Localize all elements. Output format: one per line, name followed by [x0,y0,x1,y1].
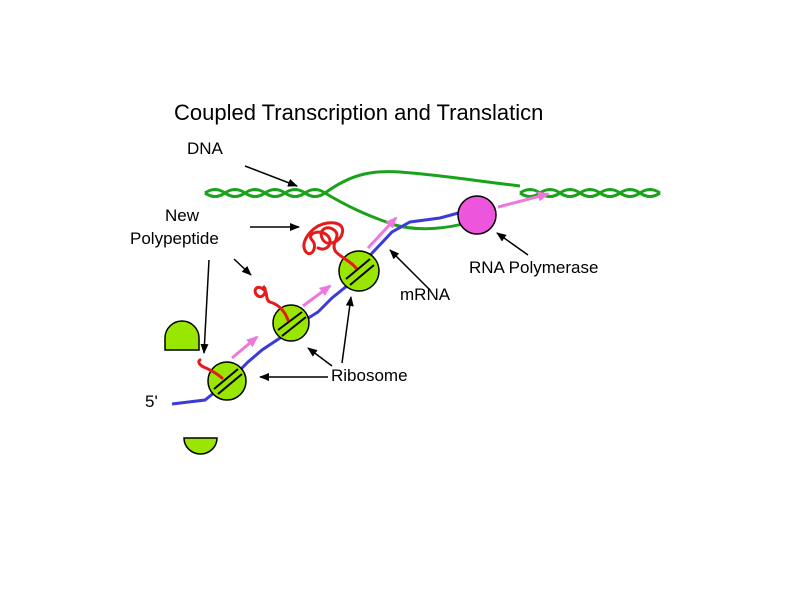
ribosome-pointer-2 [307,347,333,367]
ribosome-label: Ribosome [331,366,408,385]
rna-polymerase-label: RNA Polymerase [469,258,599,277]
mrna-pointer [389,249,431,291]
polypeptide-1 [197,358,224,380]
five-prime-label: 5' [145,392,158,411]
new-polypeptide-label-line2: Polypeptide [130,229,219,248]
pointers [200,165,529,381]
ribosome-1-direction-arrow [231,335,259,360]
polypeptide-3 [302,221,358,270]
dna-label: DNA [187,139,223,158]
diagram-title: Coupled Transcription and Translaticn [174,100,544,125]
mrna-label: mRNA [400,285,451,304]
polypeptide-pointer-middle [233,258,252,276]
polypeptide-pointer-bottom [200,259,210,354]
rna-polymerase [457,195,497,235]
ribosome-1 [207,361,247,401]
ribosome-2-direction-arrow [302,284,332,308]
ribosome-small-subunit-free [183,437,218,455]
ribosome-large-subunit-free [164,320,200,351]
dna-helix-left [204,188,326,198]
ribosome-pointer-3 [341,296,354,364]
dna-pointer [244,165,298,187]
ribosome-3 [338,250,380,292]
ribosome-2 [272,304,310,342]
new-polypeptide-label-line1: New [165,206,200,225]
direction-arrows [231,191,550,360]
polypeptide-2 [253,285,290,322]
polypeptides [197,221,358,380]
polymerase-direction-arrow [497,191,550,209]
rna-polymerase-pointer [496,232,529,256]
ribosome-3-direction-arrow [366,216,398,250]
